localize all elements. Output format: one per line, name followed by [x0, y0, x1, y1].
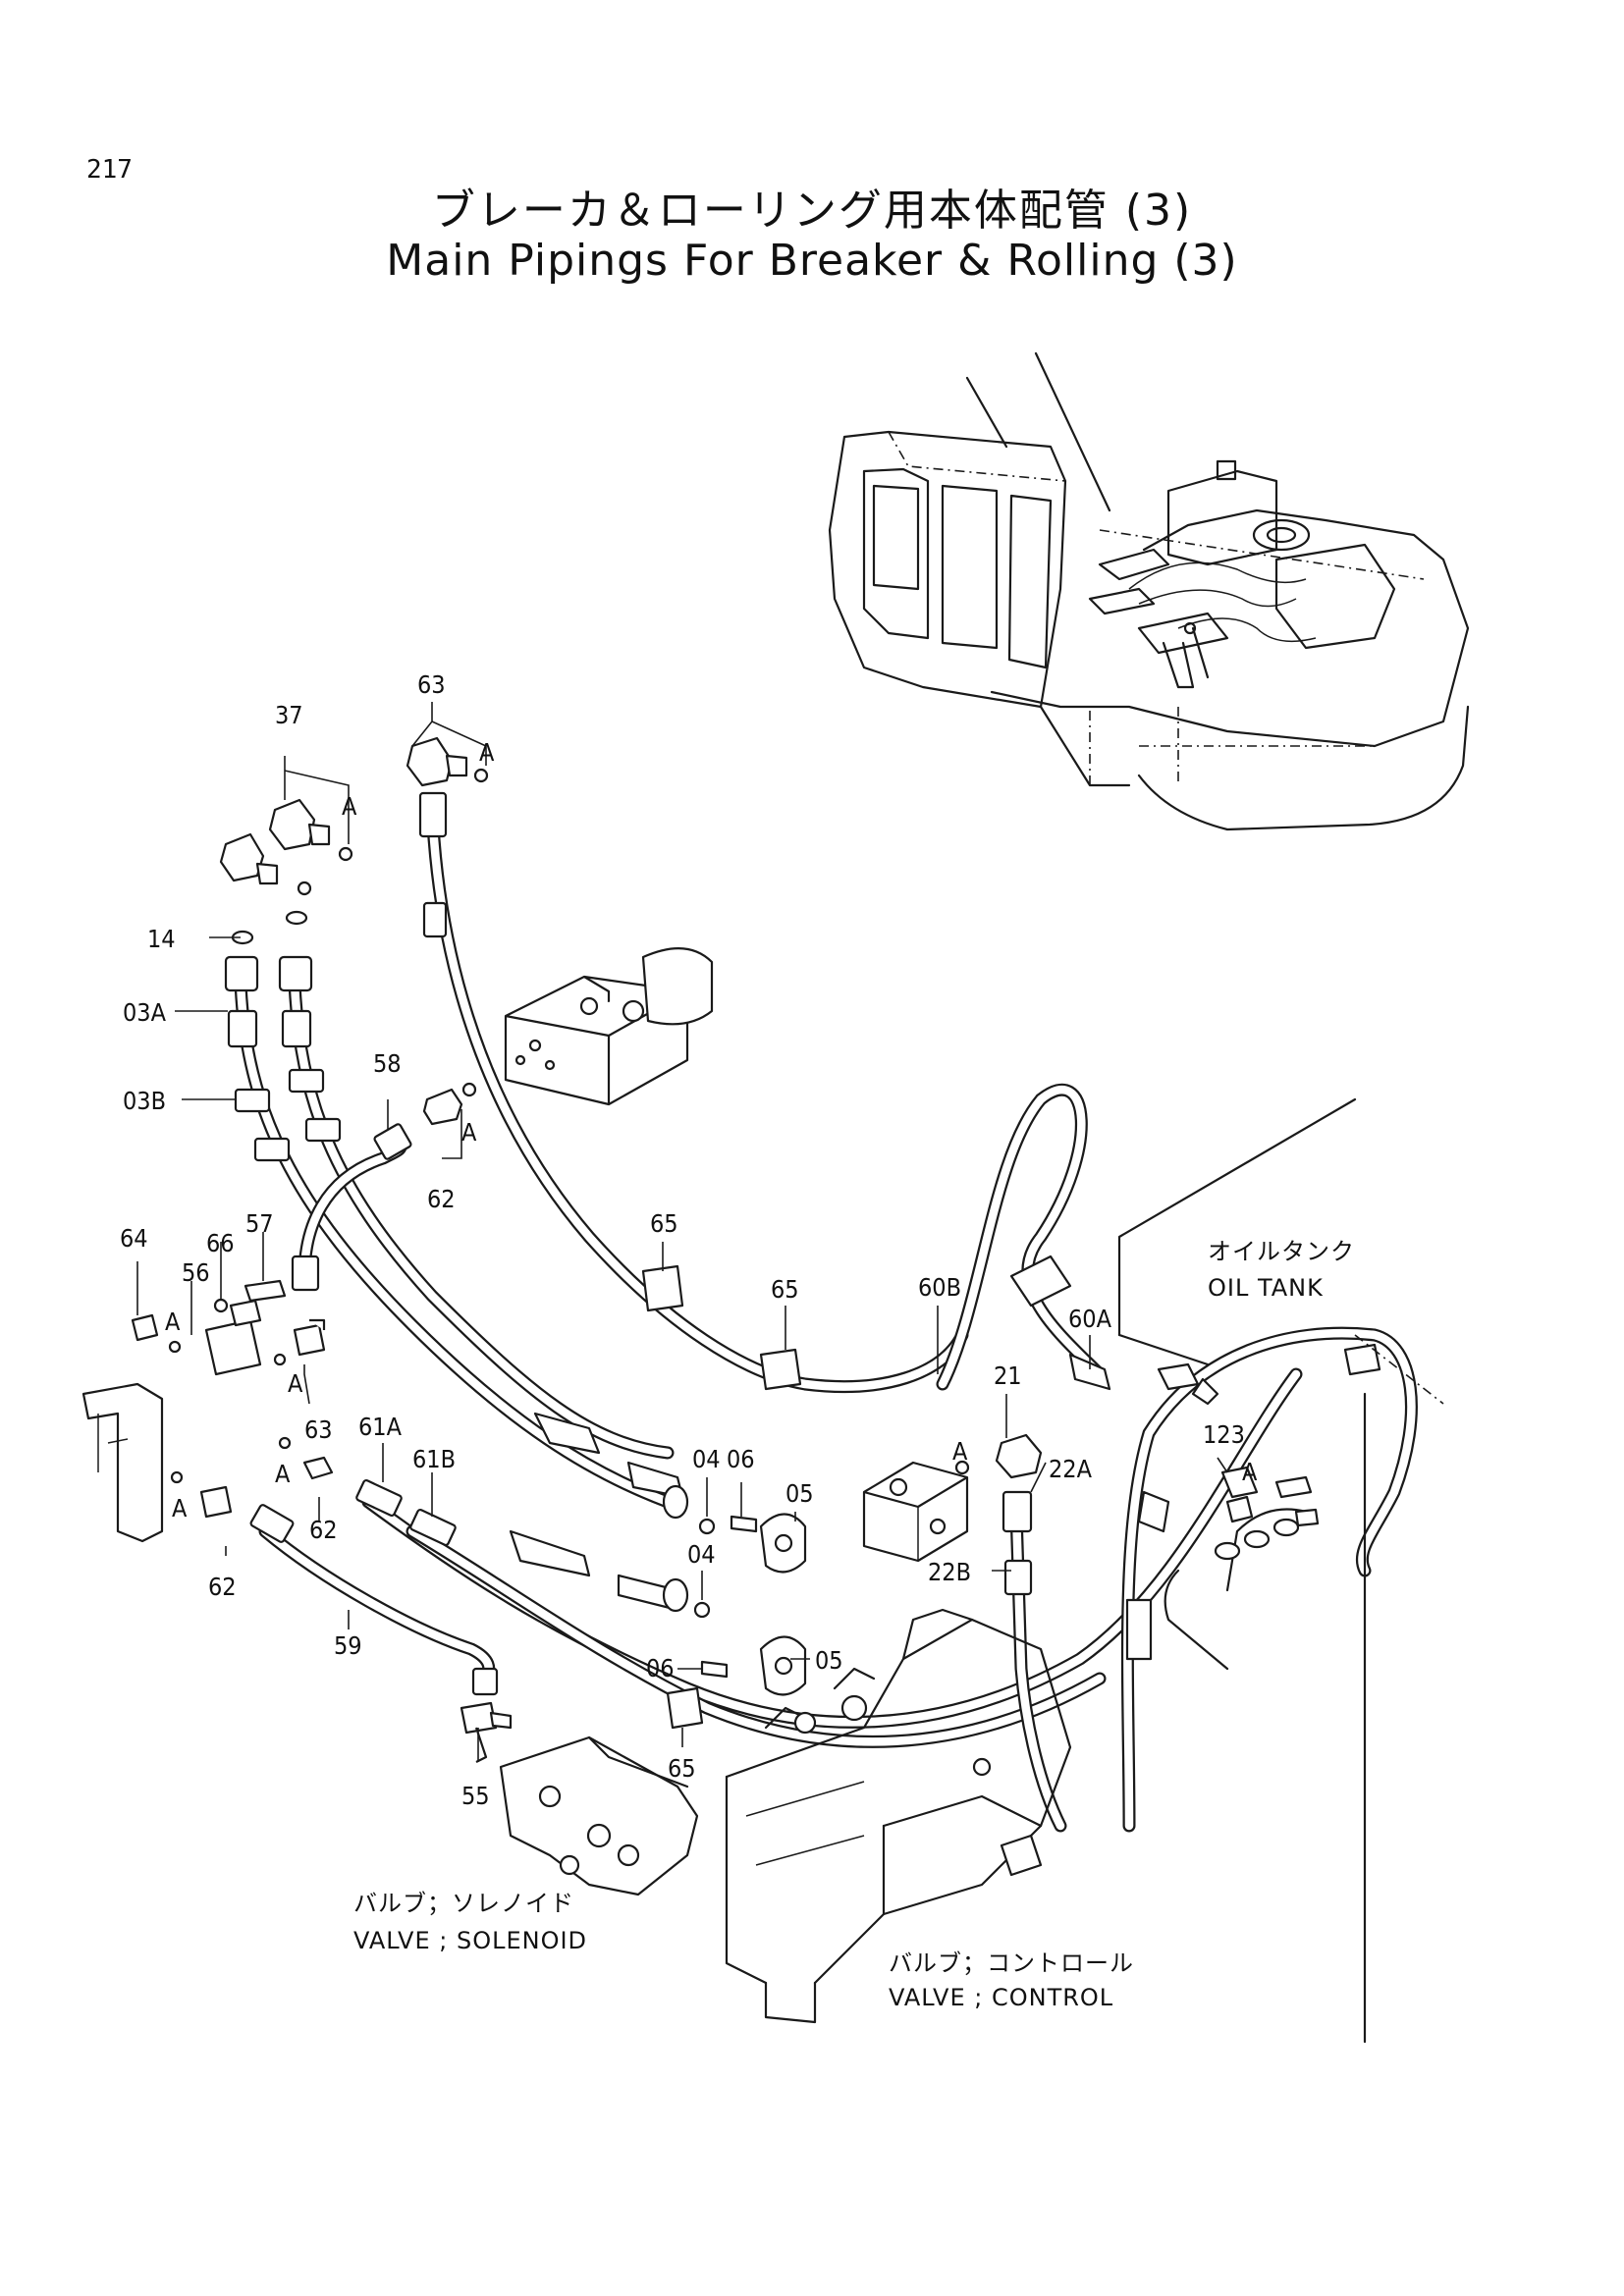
note-oil-tank-en: OIL TANK	[1208, 1274, 1324, 1302]
callout-A: A	[165, 1308, 181, 1336]
callout-61B: 61B	[412, 1445, 456, 1473]
control-valve-body	[725, 1608, 1072, 2024]
callout-63: 63	[304, 1415, 333, 1444]
hose-03A-03B-group	[224, 955, 689, 1613]
callout-60A: 60A	[1068, 1305, 1112, 1333]
callout-A: A	[952, 1437, 968, 1466]
callout-57: 57	[245, 1209, 274, 1238]
excavator-overview-illustration	[828, 351, 1470, 831]
callout-A: A	[342, 792, 357, 821]
title-japanese: ブレーカ＆ローリング用本体配管 (3)	[431, 186, 1193, 236]
callout-22B: 22B	[928, 1558, 971, 1586]
callout-62: 62	[309, 1516, 338, 1544]
page-number: 217	[86, 155, 133, 185]
oil-tank-outline	[1117, 1097, 1444, 2044]
callout-A: A	[479, 738, 495, 767]
callout-55: 55	[461, 1782, 490, 1810]
note-oil-tank-jp: オイルタンク	[1208, 1238, 1355, 1265]
callout-04: 04	[692, 1445, 721, 1473]
title-english: Main Pipings For Breaker & Rolling (3)	[386, 236, 1238, 286]
note-solenoid-en: VALVE ; SOLENOID	[353, 1927, 587, 1954]
callout-21: 21	[994, 1362, 1022, 1390]
callout-65: 65	[650, 1209, 678, 1238]
callout-62: 62	[208, 1573, 237, 1601]
callout-A: A	[288, 1369, 303, 1398]
callout-66: 66	[206, 1229, 235, 1257]
solenoid-valve-body	[460, 1701, 699, 1896]
hose-oil-tank-long	[1120, 1326, 1418, 1833]
callout-59: 59	[334, 1631, 362, 1660]
callout-56: 56	[182, 1258, 210, 1287]
hose-58-short	[291, 1123, 412, 1292]
callout-14: 14	[147, 925, 176, 953]
callout-65: 65	[771, 1275, 799, 1304]
hose-63-to-valve	[418, 791, 969, 1393]
callout-06: 06	[727, 1445, 755, 1473]
callout-06: 06	[646, 1654, 675, 1682]
callout-63: 63	[417, 670, 446, 699]
callout-A: A	[275, 1460, 291, 1488]
callout-05: 05	[785, 1479, 814, 1508]
junction-block	[862, 1433, 1043, 1563]
hose-22-vertical	[1001, 1490, 1067, 1833]
callout-60B: 60B	[918, 1273, 961, 1302]
callout-22A: 22A	[1049, 1455, 1093, 1483]
callout-05: 05	[815, 1646, 843, 1675]
selector-valve-block	[504, 947, 714, 1106]
component-notes: オイルタンク OIL TANK バルブ；ソレノイド VALVE ; SOLENO…	[353, 1238, 1355, 2011]
hose-clamps	[641, 1264, 802, 1730]
hose-59	[249, 1504, 499, 1696]
callout-A: A	[1242, 1458, 1258, 1486]
note-control-jp: バルブ；コントロール	[889, 1949, 1134, 1977]
leader-lines	[136, 702, 1228, 1762]
callout-58: 58	[373, 1049, 402, 1078]
note-control-en: VALVE ; CONTROL	[889, 1984, 1113, 2011]
hose-61A-61B-group	[355, 1367, 1303, 1748]
callout-61A: 61A	[358, 1413, 403, 1441]
callout-A: A	[461, 1118, 477, 1147]
callout-62: 62	[427, 1185, 456, 1213]
callout-labels: 63 37 A A 14 03A 03B 58 A 62 64 66 57 56…	[120, 670, 1258, 1810]
callout-65: 65	[668, 1754, 696, 1783]
left-fittings	[81, 1082, 477, 1543]
hose-60B-loop	[936, 1083, 1111, 1391]
callout-04: 04	[687, 1540, 716, 1569]
callout-03B: 03B	[123, 1087, 166, 1115]
callout-03A: 03A	[123, 998, 167, 1027]
note-solenoid-jp: バルブ；ソレノイド	[353, 1890, 574, 1917]
elbow-fittings-top	[219, 736, 489, 945]
split-flanges	[693, 1513, 807, 1696]
callout-123: 123	[1203, 1420, 1245, 1449]
callout-64: 64	[120, 1224, 148, 1253]
callout-A: A	[172, 1494, 188, 1522]
callout-37: 37	[275, 701, 303, 729]
